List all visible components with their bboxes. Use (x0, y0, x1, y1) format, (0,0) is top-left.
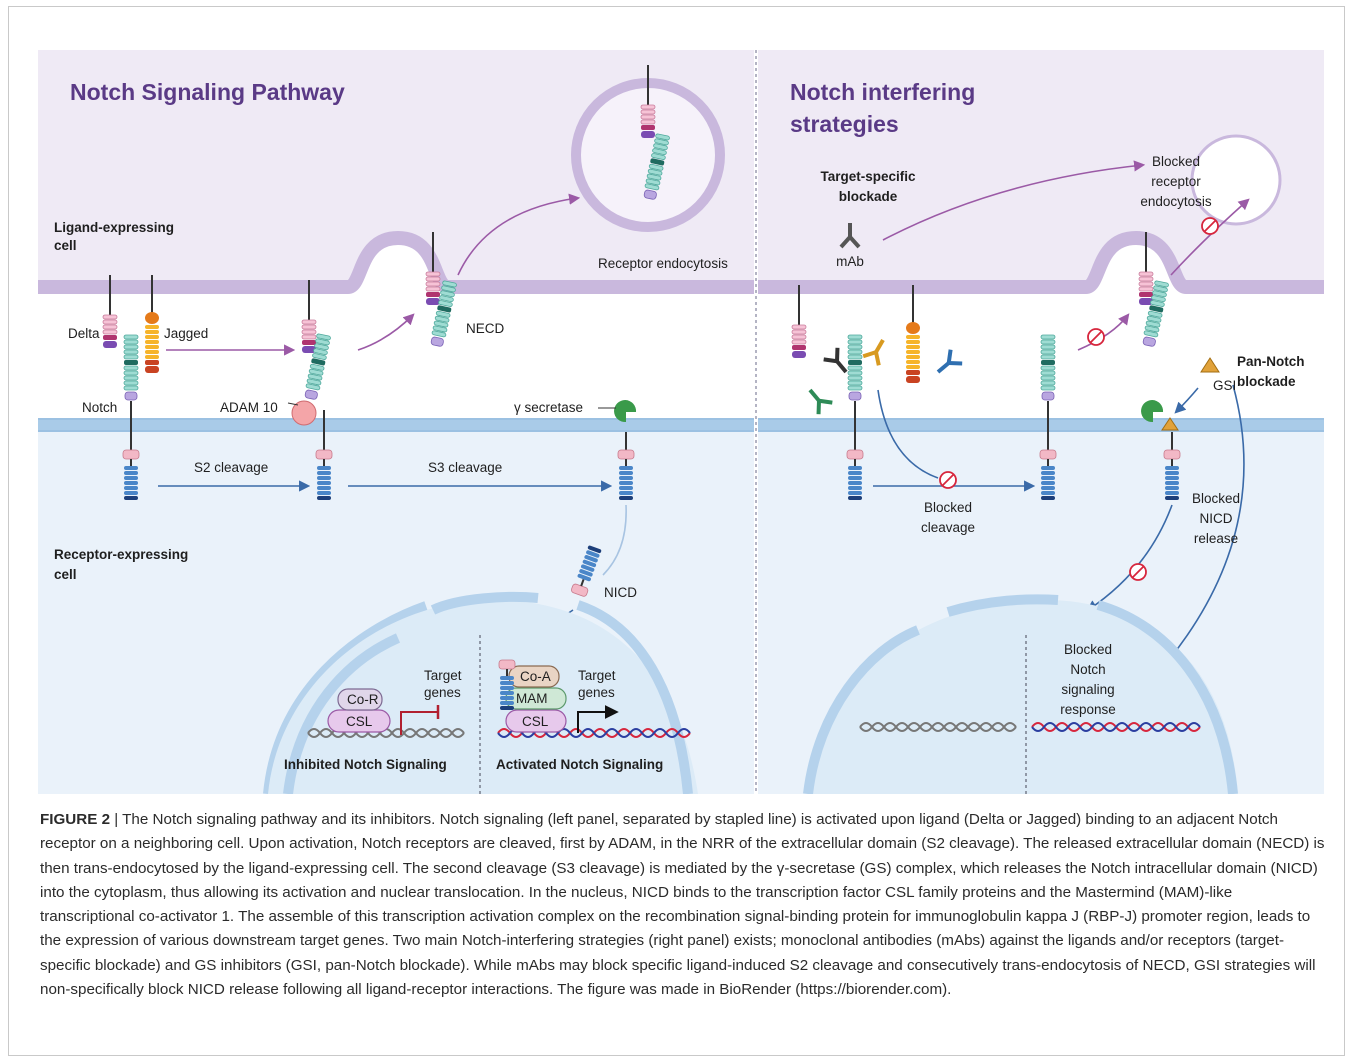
target-specific-label-2: blockade (839, 189, 898, 204)
ligand-cell-label: Ligand-expressing (54, 220, 174, 235)
left-text: Notch Signaling Pathway Ligand-expressin… (54, 79, 728, 772)
target-specific-label: Target-specific (820, 169, 916, 184)
figure-frame (8, 6, 1345, 1056)
csl-label-left: CSL (346, 714, 373, 729)
secretase-label: γ secretase (514, 400, 583, 415)
gsi-label: GSI (1213, 378, 1236, 393)
right-title-2: strategies (790, 111, 899, 137)
jagged-label: Jagged (164, 326, 208, 341)
blocked-endocytosis-label: Blocked (1152, 154, 1200, 169)
blocked-response-label: Blocked (1064, 642, 1112, 657)
s3-label: S3 cleavage (428, 460, 502, 475)
necd-label: NECD (466, 321, 505, 336)
right-title: Notch interfering (790, 79, 975, 105)
inhibited-label: Inhibited Notch Signaling (284, 757, 447, 772)
target-genes-right: Target (578, 668, 616, 683)
target-genes-left-2: genes (424, 685, 461, 700)
blocked-endocytosis-label-3: endocytosis (1140, 194, 1212, 209)
activated-label: Activated Notch Signaling (496, 757, 663, 772)
endocytosis-label: Receptor endocytosis (598, 256, 728, 271)
endocytosis-vesicle (571, 64, 725, 232)
right-arrows (873, 160, 1250, 697)
blocked-cleavage-label-2: cleavage (921, 520, 975, 535)
cor-label: Co-R (347, 692, 379, 707)
right-ligands-mabs (791, 223, 963, 501)
nucleus-right (803, 594, 1238, 794)
figure-label: FIGURE 2 (40, 811, 111, 828)
notch-adam-complex (291, 279, 333, 501)
blocked-nicd-label: Blocked (1192, 491, 1240, 506)
blocked-endocytosis-label-2: receptor (1151, 174, 1201, 189)
ligand-cell-label-2: cell (54, 238, 77, 253)
notch-label: Notch (82, 400, 117, 415)
blocked-cleavage-label: Blocked (924, 500, 972, 515)
empty-vesicle (1190, 134, 1282, 226)
nicd-label: NICD (604, 585, 637, 600)
pan-notch-label-2: blockade (1237, 374, 1296, 389)
right-receptor-2 (1039, 334, 1057, 501)
mab-label: mAb (836, 254, 864, 269)
blocked-nicd-label-2: NICD (1200, 511, 1233, 526)
s2-label: S2 cleavage (194, 460, 268, 475)
adam-label: ADAM 10 (220, 400, 278, 415)
coa-label: Co-A (520, 669, 551, 684)
blocked-response-label-3: signaling (1061, 682, 1114, 697)
receptor-cell-label: Receptor-expressing (54, 547, 188, 562)
notch-figure: Notch Signaling Pathway Ligand-expressin… (38, 50, 1324, 794)
figure-caption: FIGURE 2 | The Notch signaling pathway a… (40, 808, 1326, 1002)
left-title: Notch Signaling Pathway (70, 79, 345, 105)
right-text: Notch interfering strategies Target-spec… (790, 79, 1305, 717)
right-gsi-receptor (1141, 357, 1220, 501)
blocked-nicd-label-3: release (1194, 531, 1238, 546)
target-genes-right-2: genes (578, 685, 615, 700)
csl-label-right: CSL (522, 714, 549, 729)
delta-label: Delta (68, 326, 100, 341)
ligand-notch-complex-1 (102, 274, 160, 501)
target-genes-left: Target (424, 668, 462, 683)
receptor-cell-label-2: cell (54, 567, 77, 582)
blocked-response-label-2: Notch (1070, 662, 1105, 677)
left-panel (38, 50, 754, 794)
nucleus-left (263, 591, 698, 794)
gamma-secretase-receptor (614, 400, 637, 501)
mam-label: MAM (516, 691, 548, 706)
blocked-response-label-4: response (1060, 702, 1116, 717)
pan-notch-label: Pan-Notch (1237, 354, 1305, 369)
caption-text: | The Notch signaling pathway and its in… (40, 811, 1325, 999)
